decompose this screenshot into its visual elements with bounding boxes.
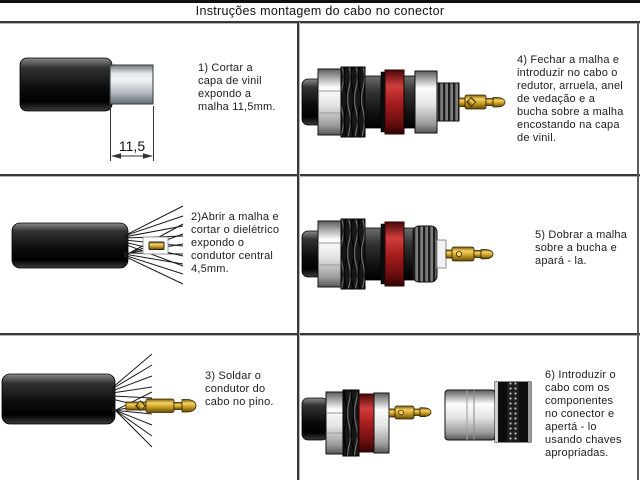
washer: [380, 71, 386, 133]
knurled-ring: [340, 218, 366, 290]
dimension-value: 11,5: [119, 138, 145, 154]
washer: [380, 223, 386, 285]
step-2-instruction: 2)Abrir a malha e cortar o dielétrico ex…: [191, 211, 280, 275]
dimension-arrow-right: [143, 153, 153, 159]
row-divider-1: [0, 174, 640, 176]
seal-ring: [384, 69, 405, 135]
step-3-instruction: 3) Soldar o condutor do cabo no pino.: [205, 370, 274, 408]
step-5-instruction: 5) Dobrar a malha sobre a bucha e apará …: [535, 229, 628, 267]
panel-step-5: 5) Dobrar a malha sobre a bucha e apará …: [298, 176, 640, 333]
reducer-nut: [325, 391, 344, 455]
braid-folded-over-bushing-diagram: [301, 218, 494, 290]
step-6-instruction: 6) Introduzir o cabo com os componentes …: [545, 369, 622, 459]
title-divider: [0, 21, 640, 23]
dielectric: [436, 239, 447, 269]
step-4-instruction: 4) Fechar a malha e introduzir no cabo o…: [517, 54, 624, 144]
step-1-instruction: 1) Cortar a capa de vinil expondo a malh…: [198, 62, 276, 113]
panel-step-1: 11,5 1) Cortar a capa de vinil expondo a…: [0, 22, 298, 174]
seal-ring: [358, 393, 375, 453]
gold-pin: [125, 398, 197, 413]
braid-teeth: [436, 82, 460, 122]
connector-body: [444, 381, 532, 443]
gold-pin: [458, 94, 506, 110]
row-divider-2: [0, 333, 640, 335]
sheet-title: Instruções montagem do cabo no conector: [195, 3, 445, 18]
sheet-title-bar: Instruções montagem do cabo no conector: [0, 0, 640, 21]
top-border: [0, 0, 640, 3]
seal-ring: [384, 221, 405, 287]
cable-stripped-vinyl-diagram: 11,5: [19, 57, 154, 161]
reducer-nut: [317, 220, 342, 288]
cable-and-connector-body-diagram: [301, 381, 532, 457]
column-divider: [297, 22, 299, 480]
gold-pin: [388, 405, 432, 420]
panel-step-3: 3) Soldar o condutor do cabo no pino.: [0, 336, 298, 480]
reducer-nut: [317, 68, 342, 136]
center-conductor: [148, 241, 165, 250]
knurled-ring: [342, 389, 360, 457]
pin-soldered-diagram: [1, 353, 197, 448]
right-border: [637, 22, 639, 480]
panel-step-4: 4) Fechar a malha e introduzir no cabo o…: [298, 22, 640, 174]
panel-step-2: 2)Abrir a malha e cortar o dielétrico ex…: [0, 176, 298, 333]
braid-opened-diagram: [11, 205, 184, 285]
panel-step-6: 6) Introduzir o cabo com os componentes …: [298, 336, 640, 480]
folded-braid: [412, 225, 438, 283]
bushing: [414, 70, 438, 134]
components-on-cable-diagram: [301, 66, 506, 138]
knurled-ring: [340, 66, 366, 138]
cable: [301, 397, 329, 441]
bushing: [373, 392, 390, 454]
dimension-arrow-left: [111, 153, 121, 159]
gold-pin: [445, 246, 494, 262]
